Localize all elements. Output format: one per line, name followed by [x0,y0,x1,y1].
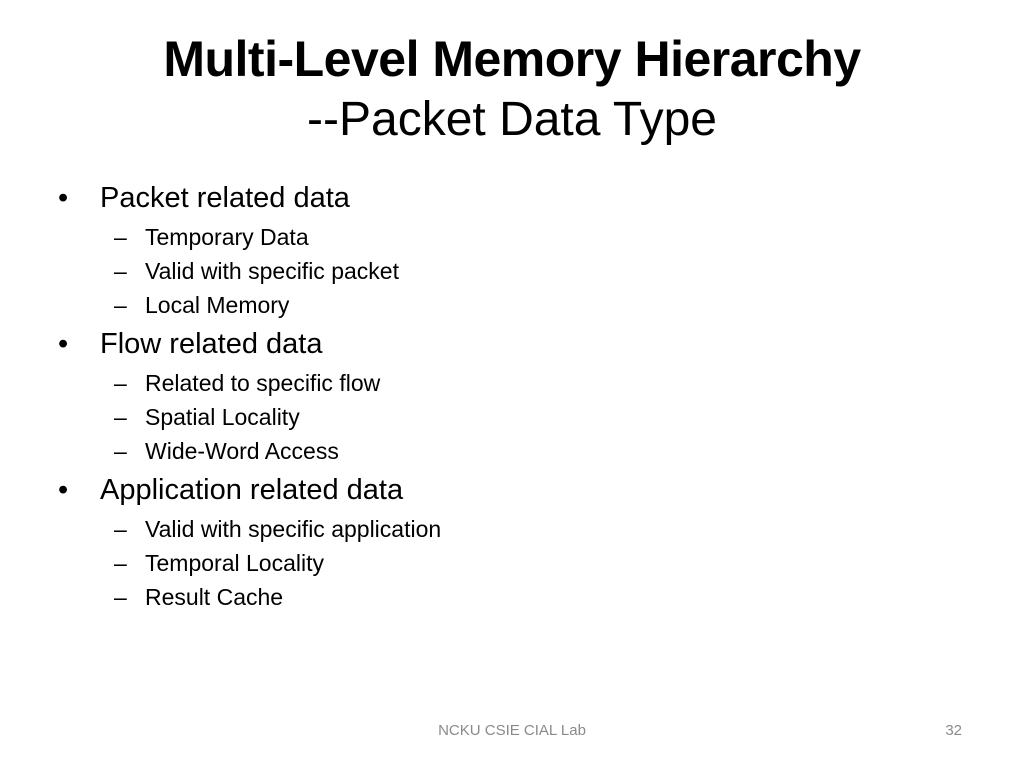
sub-list: – Related to specific flow – Spatial Loc… [58,366,958,468]
sub-dash: – [114,584,127,610]
sub-item: – Valid with specific application [58,512,958,546]
sub-list: – Valid with specific application – Temp… [58,512,958,614]
sub-text: Result Cache [145,584,284,610]
sub-dash: – [114,258,127,284]
sub-item: – Temporal Locality [58,546,958,580]
bullet-text: Packet related data [100,182,350,214]
sub-text: Related to specific flow [145,370,381,396]
sub-item: – Local Memory [58,288,958,322]
sub-item: – Temporary Data [58,220,958,254]
sub-text: Temporal Locality [145,550,324,576]
sub-text: Temporary Data [145,224,309,250]
footer-text: NCKU CSIE CIAL Lab [438,722,586,739]
sub-dash: – [114,370,127,396]
title-subtitle: --Packet Data Type [307,93,717,146]
sub-text: Spatial Locality [145,404,300,430]
bullet-dot: • [58,328,69,360]
bullet-dot: • [58,474,69,506]
sub-dash: – [114,292,127,318]
sub-item: – Result Cache [58,580,958,614]
sub-dash: – [114,438,127,464]
sub-item: – Spatial Locality [58,400,958,434]
sub-dash: – [114,550,127,576]
bullet-item: • Flow related data – Related to specifi… [58,322,958,468]
bullet-text: Flow related data [100,328,323,360]
bullet-item: • Packet related data – Temporary Data –… [58,176,958,322]
bullet-list: • Packet related data – Temporary Data –… [58,176,958,614]
sub-text: Local Memory [145,292,290,318]
sub-dash: – [114,404,127,430]
sub-item: – Related to specific flow [58,366,958,400]
title-main: Multi-Level Memory Hierarchy [163,31,861,87]
bullet-text: Application related data [100,474,404,506]
sub-item: – Wide-Word Access [58,434,958,468]
slide-title: Multi-Level Memory Hierarchy --Packet Da… [0,28,1024,150]
sub-text: Wide-Word Access [145,438,339,464]
bullet-item: • Application related data – Valid with … [58,468,958,614]
sub-text: Valid with specific packet [145,258,399,284]
sub-list: – Temporary Data – Valid with specific p… [58,220,958,322]
sub-text: Valid with specific application [145,516,442,542]
bullet-dot: • [58,182,69,214]
sub-item: – Valid with specific packet [58,254,958,288]
sub-dash: – [114,224,127,250]
sub-dash: – [114,516,127,542]
page-number: 32 [945,722,962,739]
